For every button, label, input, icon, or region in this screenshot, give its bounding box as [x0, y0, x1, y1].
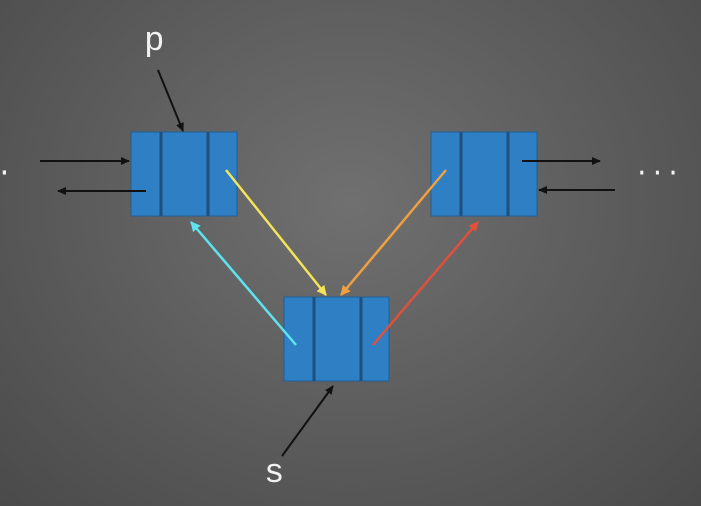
- left-ellipsis: ·: [0, 158, 13, 189]
- node-q: [430, 131, 538, 217]
- node-p: [130, 131, 238, 217]
- node-q-body: [430, 131, 538, 217]
- label-s: s: [264, 455, 284, 493]
- node-p-body: [130, 131, 238, 217]
- label-p: p: [144, 23, 164, 61]
- node-s-body: [283, 296, 390, 382]
- link-s-to-q-red: [372, 221, 479, 346]
- node-s: [283, 296, 390, 382]
- right-ellipsis: ···: [634, 158, 681, 188]
- link-s-to-p-cyan: [190, 221, 297, 346]
- pointer-s: [281, 385, 334, 457]
- link-q-to-s-orange: [340, 169, 447, 296]
- pointer-p: [157, 69, 184, 132]
- link-p-to-s-yellow: [225, 169, 327, 296]
